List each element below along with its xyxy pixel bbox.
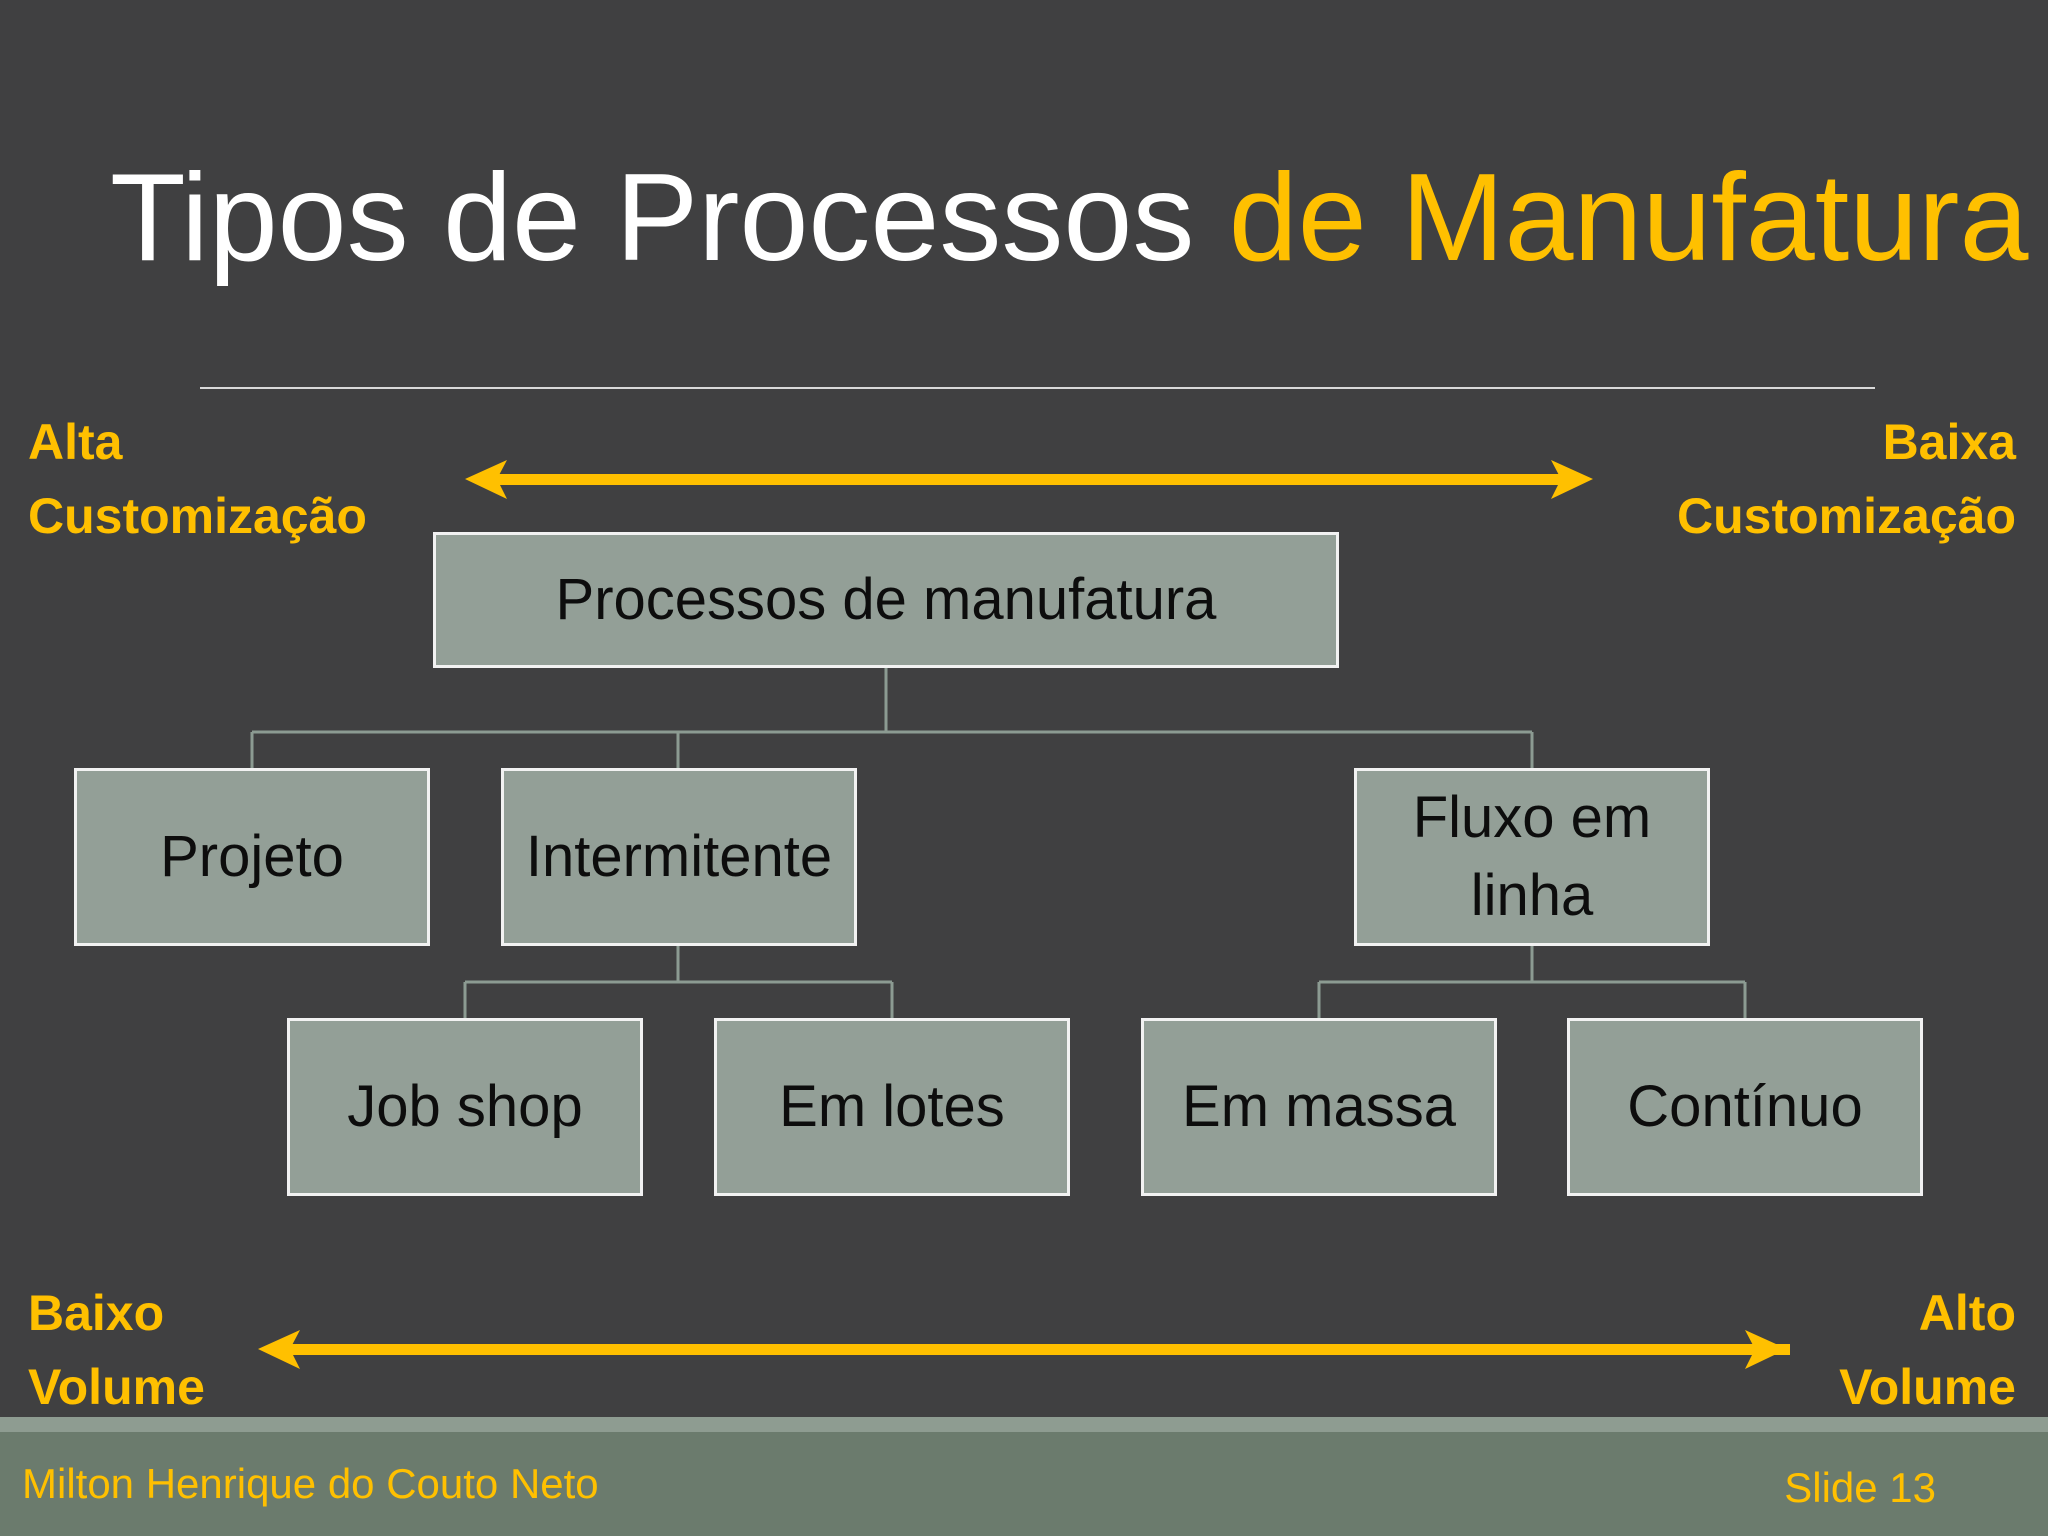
node-em-lotes: Em lotes [714,1018,1070,1196]
title-accent: de Manufatura [1228,149,2029,287]
customization-right-line1: Baixa [1882,414,2016,470]
volume-left-label: Baixo Volume [28,1276,205,1424]
footer-accent-strip [0,1417,2048,1432]
volume-right-line1: Alto [1918,1285,2016,1341]
node-intermitente: Intermitente [501,768,857,946]
node-continuo: Contínuo [1567,1018,1923,1196]
volume-left-line1: Baixo [28,1285,165,1341]
customization-left-line2: Customização [28,488,367,544]
node-continuo-label: Contínuo [1627,1074,1863,1139]
node-fluxo-label-line2: linha [1470,863,1594,928]
footer-band [0,1417,2048,1536]
customization-right-label: Baixa Customização [1677,405,2016,553]
node-fluxo-em-linha: Fluxo em linha [1354,768,1710,946]
customization-left-label: Alta Customização [28,405,367,553]
volume-right-label: Alto Volume [1839,1276,2016,1424]
node-em-massa: Em massa [1141,1018,1497,1196]
footer-slide-number: Slide 13 [1784,1464,1936,1511]
title-divider [200,387,1875,389]
node-em-massa-label: Em massa [1182,1074,1456,1139]
volume-left-line2: Volume [28,1359,205,1415]
title-main: Tipos de Processos [110,149,1229,287]
node-processos-de-manufatura: Processos de manufatura [433,532,1339,668]
node-root-label: Processos de manufatura [555,567,1217,632]
node-fluxo-label-line1: Fluxo em [1412,785,1652,850]
customization-right-line2: Customização [1677,488,2016,544]
node-projeto-label: Projeto [160,824,344,889]
footer-author: Milton Henrique do Couto Neto [22,1460,599,1507]
customization-left-line1: Alta [28,414,123,470]
slide-title: Tipos de Processos de Manufatura [110,150,2028,286]
node-intermitente-label: Intermitente [525,824,833,889]
customization-arrow [465,460,1593,499]
node-job-shop: Job shop [287,1018,643,1196]
node-projeto: Projeto [74,768,430,946]
node-em-lotes-label: Em lotes [779,1074,1005,1139]
volume-right-line2: Volume [1839,1359,2016,1415]
volume-arrow [258,1330,1790,1369]
node-job-shop-label: Job shop [347,1074,583,1139]
